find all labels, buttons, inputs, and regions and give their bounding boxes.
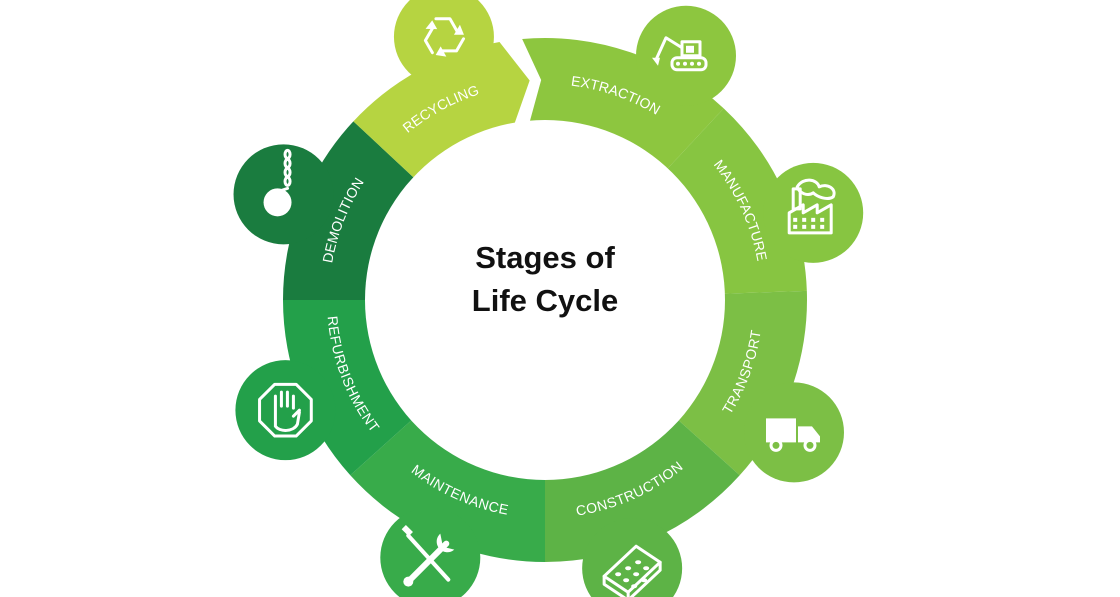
center-disc (365, 120, 725, 480)
recycle-icon (423, 17, 466, 57)
excavator-icon (652, 36, 708, 72)
segment-maintenance (350, 419, 545, 562)
brick-icon (602, 544, 662, 597)
segment-manufacture (666, 108, 807, 294)
segment-refurbishment (283, 300, 413, 476)
stage-icons (258, 17, 836, 597)
segment-extraction (522, 37, 724, 170)
wrecking-ball-icon (263, 148, 292, 217)
bump-manufacture (763, 162, 864, 263)
center-title-line2: Life Cycle (472, 283, 618, 318)
ring-segments (283, 37, 807, 562)
tools-icon (401, 524, 455, 587)
segment-construction (545, 419, 740, 562)
bump-refurbishment (235, 360, 336, 461)
segment-transport (677, 290, 807, 476)
bump-recycling (393, 0, 494, 87)
segment-recycling (353, 41, 530, 179)
stop-hand-icon (258, 382, 313, 438)
center-title-line1: Stages of (475, 240, 615, 275)
factory-icon (787, 178, 836, 235)
segment-demolition (283, 121, 415, 300)
truck-icon (765, 418, 820, 452)
